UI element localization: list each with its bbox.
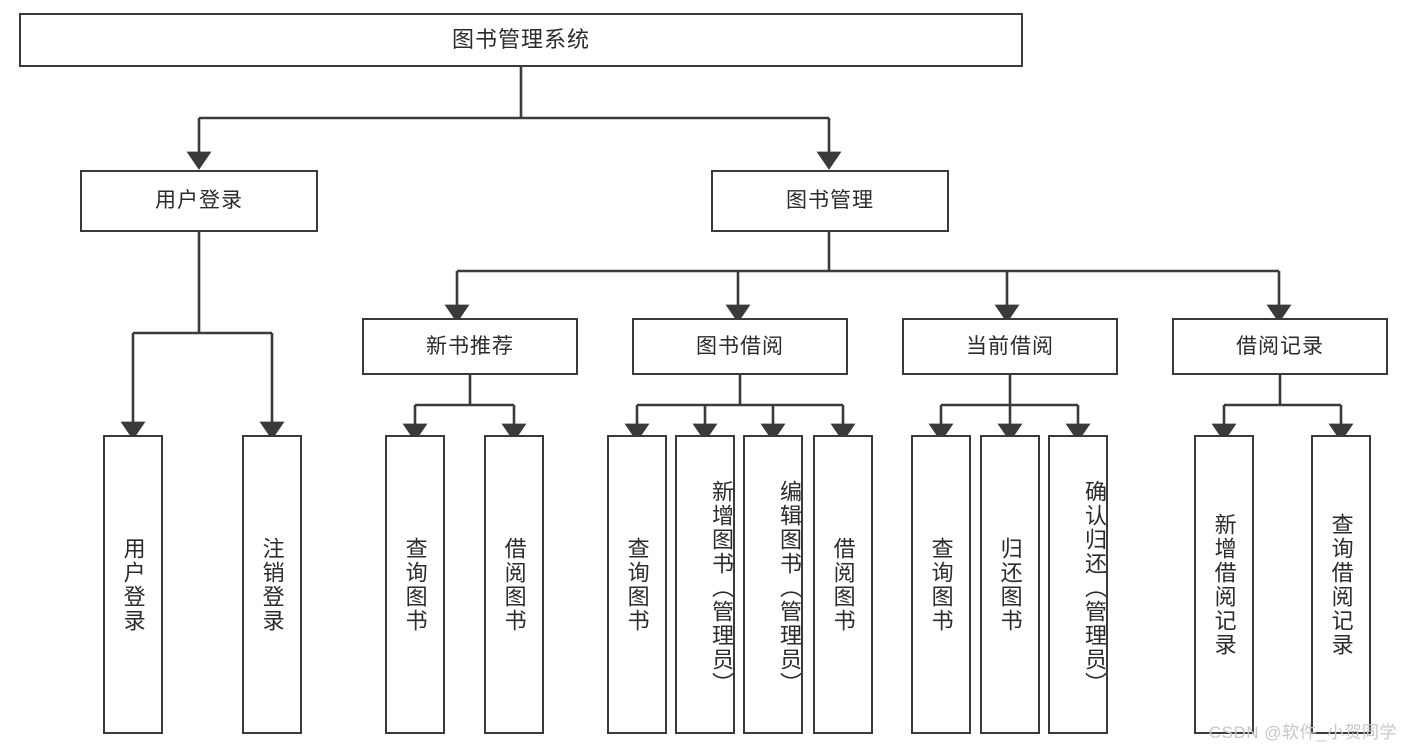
node-label: 用户登录 [120, 536, 146, 633]
node-user-login[interactable]: 用户登录 [80, 170, 318, 232]
leaf-query-book-borrow[interactable]: 查询图书 [607, 435, 667, 734]
node-label: 新增借阅记录 [1211, 512, 1237, 657]
node-new-book-recommend[interactable]: 新书推荐 [362, 318, 578, 375]
leaf-confirm-return-admin[interactable]: 确认归还（管理员） [1048, 435, 1108, 734]
node-current-borrow[interactable]: 当前借阅 [902, 318, 1118, 375]
leaf-borrow-book-recommend[interactable]: 借阅图书 [484, 435, 544, 734]
node-label: 图书管理系统 [451, 26, 590, 52]
leaf-user-logout[interactable]: 注销登录 [242, 435, 302, 734]
node-label: 当前借阅 [966, 334, 1054, 358]
node-label: 图书管理 [786, 189, 874, 213]
leaf-query-book-recommend[interactable]: 查询图书 [385, 435, 445, 734]
leaf-edit-book-admin[interactable]: 编辑图书（管理员） [743, 435, 803, 734]
node-root-system[interactable]: 图书管理系统 [19, 13, 1023, 67]
node-label: 用户登录 [155, 189, 243, 213]
node-label: 图书借阅 [696, 334, 784, 358]
leaf-borrow-book[interactable]: 借阅图书 [813, 435, 873, 734]
csdn-watermark: CSDN @软件_小贺同学 [1208, 723, 1397, 742]
node-label: 编辑图书（管理员） [777, 479, 802, 696]
node-label: 新书推荐 [426, 334, 514, 358]
node-label: 查询图书 [928, 536, 954, 633]
leaf-query-book-current[interactable]: 查询图书 [911, 435, 971, 734]
node-label: 借阅图书 [501, 536, 527, 633]
node-book-borrow[interactable]: 图书借阅 [632, 318, 848, 375]
node-label: 查询借阅记录 [1328, 512, 1354, 657]
leaf-add-borrow-record[interactable]: 新增借阅记录 [1194, 435, 1254, 734]
leaf-add-book-admin[interactable]: 新增图书（管理员） [675, 435, 735, 734]
node-label: 借阅记录 [1236, 334, 1324, 358]
node-borrow-record[interactable]: 借阅记录 [1172, 318, 1388, 375]
node-label: 归还图书 [997, 536, 1023, 633]
node-label: 确认归还（管理员） [1082, 479, 1107, 696]
node-label: 新增图书（管理员） [709, 479, 734, 696]
leaf-return-book[interactable]: 归还图书 [980, 435, 1040, 734]
leaf-query-borrow-record[interactable]: 查询借阅记录 [1311, 435, 1371, 734]
node-label: 借阅图书 [830, 536, 856, 633]
leaf-user-login[interactable]: 用户登录 [103, 435, 163, 734]
node-label: 注销登录 [259, 536, 285, 633]
node-label: 查询图书 [402, 536, 428, 633]
node-book-management[interactable]: 图书管理 [711, 170, 949, 232]
node-label: 查询图书 [624, 536, 650, 633]
